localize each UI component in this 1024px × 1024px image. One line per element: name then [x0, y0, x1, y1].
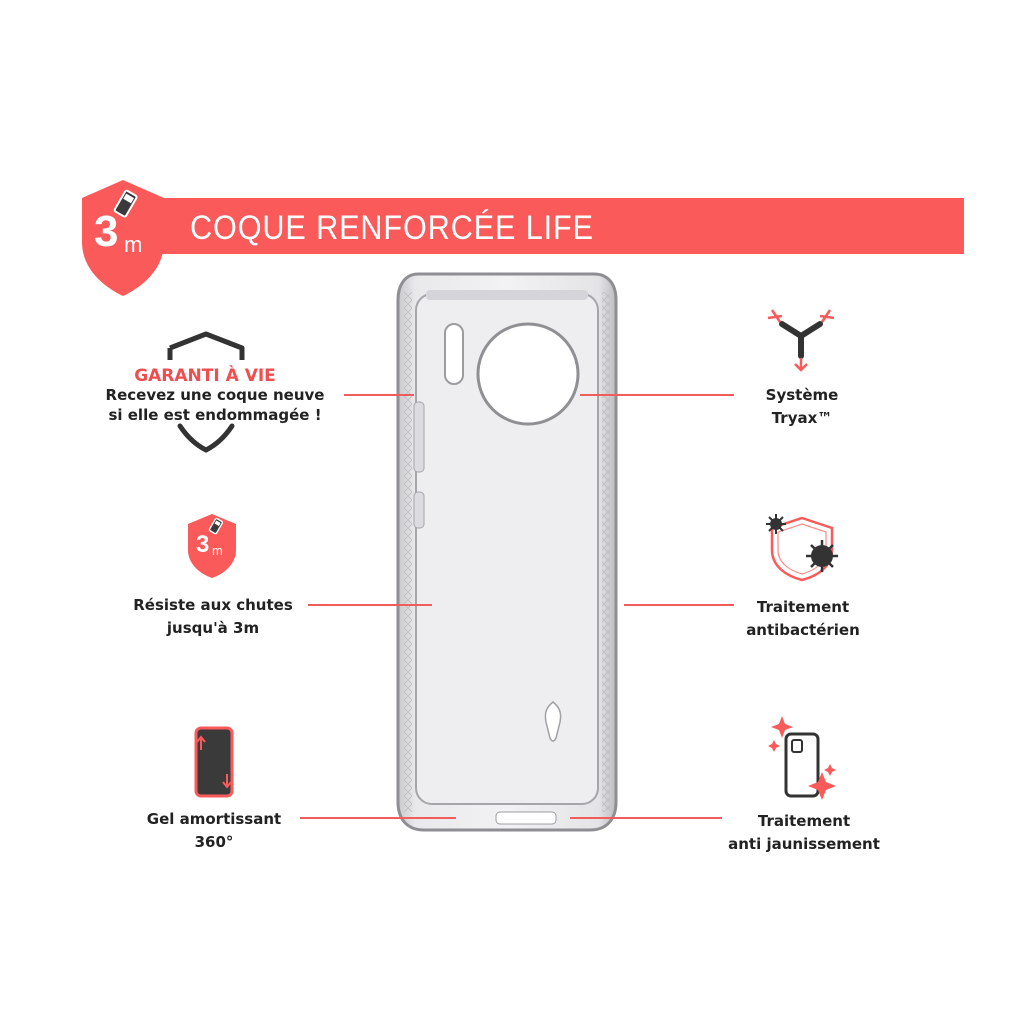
- warranty-text: Recevez une coque neuve si elle est endo…: [92, 385, 338, 425]
- tryax-line1: Système: [765, 386, 839, 404]
- drop-badge-number: 3: [196, 531, 209, 558]
- antiyellow-line2: anti jaunissement: [728, 835, 880, 853]
- leader-line-antibac: [624, 604, 734, 606]
- antibac-line1: Traitement: [756, 598, 850, 616]
- title-banner: [150, 198, 964, 254]
- tryax-arrows-icon: [767, 309, 835, 372]
- leader-line-drop: [308, 604, 432, 606]
- leader-line-antiyellow: [570, 817, 722, 819]
- tryax-line2: Tryax™: [771, 409, 833, 427]
- drop-badge-unit: m: [212, 543, 223, 558]
- gel-line1: Gel amortissant: [146, 810, 282, 828]
- tryax-text: Système Tryax™: [734, 384, 870, 430]
- antiyellow-line1: Traitement: [757, 812, 851, 830]
- antiyellow-text: Traitement anti jaunissement: [712, 810, 896, 856]
- gel-line2: 360°: [194, 833, 234, 851]
- leader-line-tryax: [580, 394, 734, 396]
- antibac-line2: antibactérien: [746, 621, 860, 639]
- drop-text: Résiste aux chutes jusqu'à 3m: [118, 594, 308, 640]
- warranty-feature: GARANTI À VIE: [110, 366, 300, 386]
- drop-shield-3m-icon: 3 m: [188, 514, 236, 578]
- antibac-text: Traitement antibactérien: [724, 596, 882, 642]
- drop-line2: jusqu'à 3m: [166, 619, 260, 637]
- gel-text: Gel amortissant 360°: [124, 808, 304, 854]
- antibacterial-shield-icon: [766, 514, 838, 582]
- drop-line1: Résiste aux chutes: [133, 596, 293, 614]
- sparkle-phone-icon: [768, 716, 836, 800]
- logo-unit: m: [124, 232, 142, 257]
- warranty-line1: Recevez une coque neuve: [105, 386, 325, 404]
- logo-number: 3: [94, 207, 118, 256]
- warranty-line2: si elle est endommagée !: [108, 406, 322, 424]
- shield-3m-icon: 3 m: [82, 180, 164, 296]
- leader-line-gel: [300, 817, 456, 819]
- warranty-headline: GARANTI À VIE: [134, 366, 276, 386]
- phone-case-image: [396, 272, 618, 832]
- page-title: COQUE RENFORCÉE LIFE: [190, 209, 594, 247]
- gel-phone-icon: [194, 726, 234, 798]
- leader-line-warranty: [344, 394, 414, 396]
- shield-outline-icon: [167, 331, 245, 453]
